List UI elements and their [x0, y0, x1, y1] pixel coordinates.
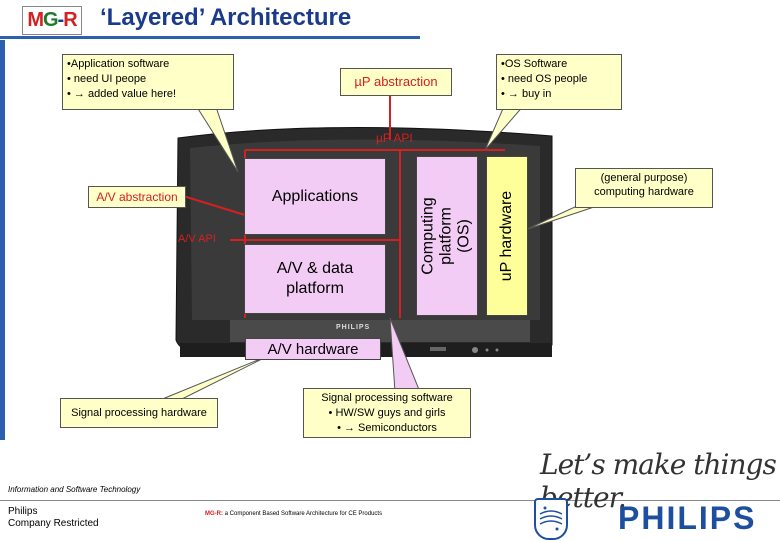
av-api-label: A/V API — [178, 233, 216, 245]
av-hardware-box: A/V hardware — [245, 338, 381, 360]
applications-label: Applications — [271, 187, 359, 205]
up-abstraction-callout: µP abstraction — [340, 68, 452, 96]
av-hardware-label: A/V hardware — [267, 340, 359, 358]
philips-shield-icon — [534, 498, 568, 540]
footer-mgr-label: MG-R: — [205, 511, 223, 517]
computing-os-box: Computing platform (OS) — [416, 156, 478, 316]
mgr-logo: MG-R — [22, 6, 82, 35]
av-platform-box: A/V & data platform — [244, 244, 386, 314]
application-software-callout: •Application software • need UI peope • … — [62, 54, 234, 110]
page-title: ‘Layered’ Architecture — [100, 4, 352, 31]
os-software-callout: •OS Software • need OS people • → buy in — [496, 54, 622, 110]
signal-software-callout: Signal processing software • HW/SW guys … — [303, 388, 471, 438]
applications-box: Applications — [244, 158, 386, 235]
general-hardware-callout: (general purpose) computing hardware — [575, 168, 713, 208]
up-api-label: µP API — [376, 131, 413, 145]
tv-brand-label: PHILIPS — [336, 324, 371, 331]
philips-slogan: Let’s make things better. — [540, 448, 777, 514]
av-platform-label: A/V & data platform — [276, 260, 354, 297]
footer-caption-text: a Component Based Software Architecture … — [223, 511, 383, 517]
footer-rule — [0, 500, 780, 501]
company-restricted-label: Philips Company Restricted — [8, 506, 99, 529]
computing-os-label: Computing platform (OS) — [420, 197, 473, 275]
up-hardware-box: uP hardware — [486, 156, 528, 316]
ist-label: Information and Software Technology — [8, 485, 141, 494]
up-hardware-label: uP hardware — [498, 190, 515, 282]
header-rule — [0, 36, 420, 39]
av-abstraction-callout: A/V abstraction — [88, 186, 186, 208]
signal-hardware-callout: Signal processing hardware — [60, 398, 218, 428]
philips-wordmark: PHILIPS — [618, 500, 757, 536]
footer-caption: MG-R: a Component Based Software Archite… — [205, 511, 382, 517]
left-accent-bar — [0, 40, 5, 440]
